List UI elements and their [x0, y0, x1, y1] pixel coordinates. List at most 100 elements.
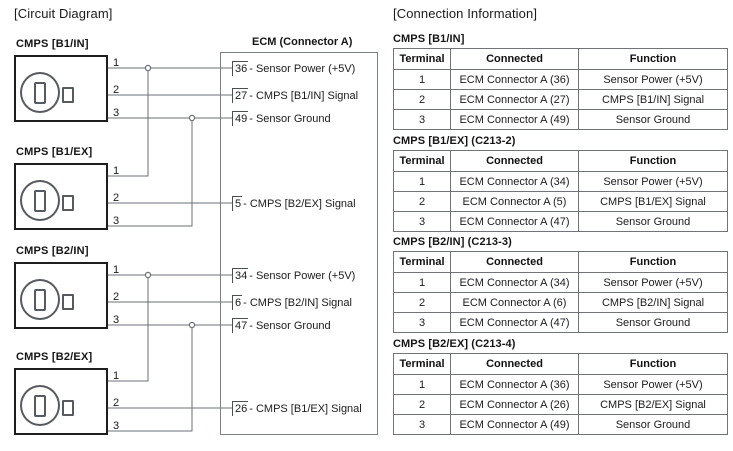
ecm-terminal-34: 34- Sensor Power (+5V) — [232, 268, 355, 283]
pin-number-b2in-1: 1 — [113, 264, 120, 276]
connection-information-title: [Connection Information] — [393, 6, 538, 21]
table-caption-b1in: CMPS [B1/IN] — [393, 33, 465, 45]
cell-terminal: 1 — [393, 272, 451, 293]
table-row: 1 ECM Connector A (36) Sensor Power (+5V… — [393, 69, 728, 90]
sensor-pad-b1ex — [62, 195, 74, 211]
table-header-row: Terminal Connected Function — [393, 48, 728, 70]
cell-function: Sensor Ground — [578, 211, 728, 232]
ecm-title: ECM (Connector A) — [252, 36, 353, 48]
cell-connected: ECM Connector A (36) — [450, 69, 579, 90]
table-caption-b2in: CMPS [B2/IN] (C213-3) — [393, 236, 512, 248]
ecm-terminal-text: - CMPS [B2/EX] Signal — [243, 198, 356, 210]
cell-terminal: 2 — [393, 191, 451, 212]
ecm-terminal-number: 5 — [232, 196, 243, 211]
cell-function: Sensor Ground — [578, 109, 728, 130]
ecm-terminal-text: - Sensor Ground — [249, 320, 331, 332]
connection-table-b1ex: Terminal Connected Function 1 ECM Connec… — [393, 150, 728, 232]
table-row: 3 ECM Connector A (47) Sensor Ground — [393, 211, 728, 232]
ecm-terminal-26: 26- CMPS [B1/EX] Signal — [232, 401, 362, 416]
cell-connected: ECM Connector A (6) — [450, 292, 579, 313]
cell-terminal: 1 — [393, 374, 451, 395]
table-row: 3 ECM Connector A (49) Sensor Ground — [393, 414, 728, 435]
junction-dot — [144, 271, 152, 279]
cell-function: Sensor Power (+5V) — [578, 374, 728, 395]
table-header-row: Terminal Connected Function — [393, 353, 728, 375]
column-header-terminal: Terminal — [393, 48, 451, 70]
ecm-terminal-6: 6- CMPS [B2/IN] Signal — [232, 295, 352, 310]
column-header-function: Function — [578, 150, 728, 172]
table-caption-b2ex: CMPS [B2/EX] (C213-4) — [393, 338, 516, 350]
cell-function: CMPS [B1/IN] Signal — [578, 89, 728, 110]
cell-function: Sensor Power (+5V) — [578, 69, 728, 90]
ecm-terminal-number: 47 — [232, 318, 249, 333]
cell-function: CMPS [B2/IN] Signal — [578, 292, 728, 313]
column-header-terminal: Terminal — [393, 251, 451, 273]
pin-number-b2in-2: 2 — [113, 291, 120, 303]
pin-number-b2ex-2: 2 — [113, 397, 120, 409]
cell-terminal: 1 — [393, 69, 451, 90]
pin-number-b2ex-1: 1 — [113, 370, 120, 382]
ecm-terminal-number: 36 — [232, 61, 249, 76]
column-header-terminal: Terminal — [393, 150, 451, 172]
table-row: 1 ECM Connector A (36) Sensor Power (+5V… — [393, 374, 728, 395]
cell-function: CMPS [B1/EX] Signal — [578, 191, 728, 212]
cell-function: Sensor Power (+5V) — [578, 272, 728, 293]
cell-terminal: 1 — [393, 171, 451, 192]
cell-connected: ECM Connector A (34) — [450, 272, 579, 293]
column-header-connected: Connected — [450, 251, 579, 273]
sensor-core-b1in — [34, 82, 46, 104]
sensor-ellipse-b2ex — [20, 385, 60, 426]
ecm-terminal-text: - Sensor Power (+5V) — [249, 63, 356, 75]
cell-connected: ECM Connector A (47) — [450, 312, 579, 333]
pin-number-b1in-3: 3 — [113, 107, 120, 119]
connection-table-b1in: Terminal Connected Function 1 ECM Connec… — [393, 48, 728, 130]
junction-dot — [188, 114, 196, 122]
cell-terminal: 3 — [393, 109, 451, 130]
sensor-label-b1ex: CMPS [B1/EX] — [16, 146, 93, 158]
table-row: 2 ECM Connector A (26) CMPS [B2/EX] Sign… — [393, 394, 728, 415]
cell-function: Sensor Ground — [578, 312, 728, 333]
cell-terminal: 3 — [393, 312, 451, 333]
ecm-terminal-text: - CMPS [B1/IN] Signal — [249, 90, 359, 102]
column-header-connected: Connected — [450, 353, 579, 375]
cell-connected: ECM Connector A (26) — [450, 394, 579, 415]
cell-terminal: 2 — [393, 292, 451, 313]
ecm-terminal-text: - Sensor Power (+5V) — [249, 270, 356, 282]
ecm-terminal-27: 27- CMPS [B1/IN] Signal — [232, 88, 358, 103]
sensor-label-b2ex: CMPS [B2/EX] — [16, 351, 93, 363]
cell-connected: ECM Connector A (34) — [450, 171, 579, 192]
sensor-core-b2ex — [34, 395, 46, 417]
table-row: 3 ECM Connector A (47) Sensor Ground — [393, 312, 728, 333]
ecm-terminal-number: 26 — [232, 401, 249, 416]
cell-function: Sensor Power (+5V) — [578, 171, 728, 192]
ecm-terminal-number: 49 — [232, 111, 249, 126]
sensor-core-b1ex — [34, 190, 46, 212]
table-header-row: Terminal Connected Function — [393, 150, 728, 172]
sensor-pad-b2ex — [62, 400, 74, 416]
junction-dot — [144, 64, 152, 72]
table-row: 1 ECM Connector A (34) Sensor Power (+5V… — [393, 171, 728, 192]
ecm-connector-a-box — [220, 52, 378, 435]
sensor-core-b2in — [34, 289, 46, 311]
circuit-diagram-title: [Circuit Diagram] — [14, 6, 113, 21]
cell-function: CMPS [B2/EX] Signal — [578, 394, 728, 415]
pin-number-b1ex-2: 2 — [113, 192, 120, 204]
cell-function: Sensor Ground — [578, 414, 728, 435]
sensor-pad-b1in — [62, 87, 74, 103]
column-header-terminal: Terminal — [393, 353, 451, 375]
ecm-terminal-49: 49- Sensor Ground — [232, 111, 331, 126]
table-row: 2 ECM Connector A (5) CMPS [B1/EX] Signa… — [393, 191, 728, 212]
ecm-terminal-number: 6 — [232, 295, 243, 310]
pin-number-b1ex-1: 1 — [113, 165, 120, 177]
connection-table-b2ex: Terminal Connected Function 1 ECM Connec… — [393, 353, 728, 435]
ecm-terminal-text: - Sensor Ground — [249, 113, 331, 125]
column-header-connected: Connected — [450, 150, 579, 172]
column-header-function: Function — [578, 251, 728, 273]
table-row: 1 ECM Connector A (34) Sensor Power (+5V… — [393, 272, 728, 293]
cell-terminal: 3 — [393, 414, 451, 435]
cell-connected: ECM Connector A (36) — [450, 374, 579, 395]
cell-connected: ECM Connector A (5) — [450, 191, 579, 212]
cell-terminal: 3 — [393, 211, 451, 232]
sensor-label-b2in: CMPS [B2/IN] — [16, 245, 89, 257]
